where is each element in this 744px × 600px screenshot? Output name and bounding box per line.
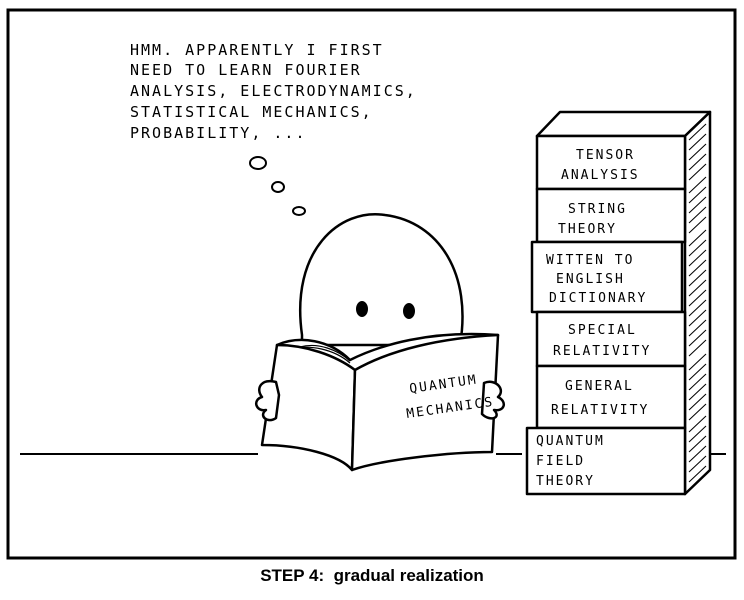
stack-label-special-1: SPECIAL — [568, 323, 637, 338]
stack-label-tensor-1: TENSOR — [576, 148, 635, 163]
stack-label-qft-3: THEORY — [536, 474, 595, 489]
character — [299, 213, 464, 347]
thought-bubble-medium — [271, 181, 285, 193]
book-tensor-analysis — [535, 134, 687, 191]
stack-label-witten-3: DICTIONARY — [549, 291, 647, 306]
caption-step: STEP 4: — [260, 566, 325, 585]
character-left-hand — [254, 379, 281, 422]
stack-label-string-1: STRING — [568, 202, 627, 217]
book-general-relativity — [535, 364, 687, 430]
book-stack-top — [535, 110, 712, 138]
stack-label-special-2: RELATIVITY — [553, 344, 651, 359]
thought-line-5: PROBABILITY, ... — [130, 124, 307, 142]
caption-text: gradual realization — [333, 566, 484, 585]
character-eye-left — [356, 301, 368, 317]
character-head — [299, 213, 464, 347]
stack-label-qft-1: QUANTUM — [536, 434, 605, 449]
comic-caption: STEP 4: gradual realization — [0, 566, 744, 586]
thought-line-1: HMM. APPARENTLY I FIRST — [130, 41, 384, 59]
book-witten-dictionary — [530, 240, 684, 314]
thought-line-3: ANALYSIS, ELECTRODYNAMICS, — [130, 82, 417, 100]
stack-label-string-2: THEORY — [558, 222, 617, 237]
book-stack-side — [683, 110, 712, 496]
thought-bubbles — [249, 156, 306, 216]
character-eye-right — [403, 303, 415, 319]
stack-label-witten-1: WITTEN TO — [546, 253, 634, 268]
thought-line-4: STATISTICAL MECHANICS, — [130, 103, 373, 121]
stack-label-qft-2: FIELD — [536, 454, 585, 469]
thought-bubble-large — [249, 156, 267, 170]
book-stack — [525, 110, 712, 496]
stack-label-witten-2: ENGLISH — [556, 272, 625, 287]
thought-line-2: NEED TO LEARN FOURIER — [130, 61, 362, 79]
stack-label-general-1: GENERAL — [565, 379, 634, 394]
book-special-relativity — [535, 310, 687, 368]
thought-bubble-small — [292, 206, 306, 216]
book-stack-labels: TENSOR ANALYSIS STRING THEORY WITTEN TO … — [536, 148, 651, 489]
stack-label-general-2: RELATIVITY — [551, 403, 649, 418]
character-right-hand — [480, 380, 506, 420]
thought-text: HMM. APPARENTLY I FIRST NEED TO LEARN FO… — [130, 41, 417, 142]
stack-label-tensor-2: ANALYSIS — [561, 168, 640, 183]
open-book — [254, 332, 506, 472]
book-quantum-field-theory — [525, 426, 687, 496]
book-pages-texture — [688, 123, 707, 483]
